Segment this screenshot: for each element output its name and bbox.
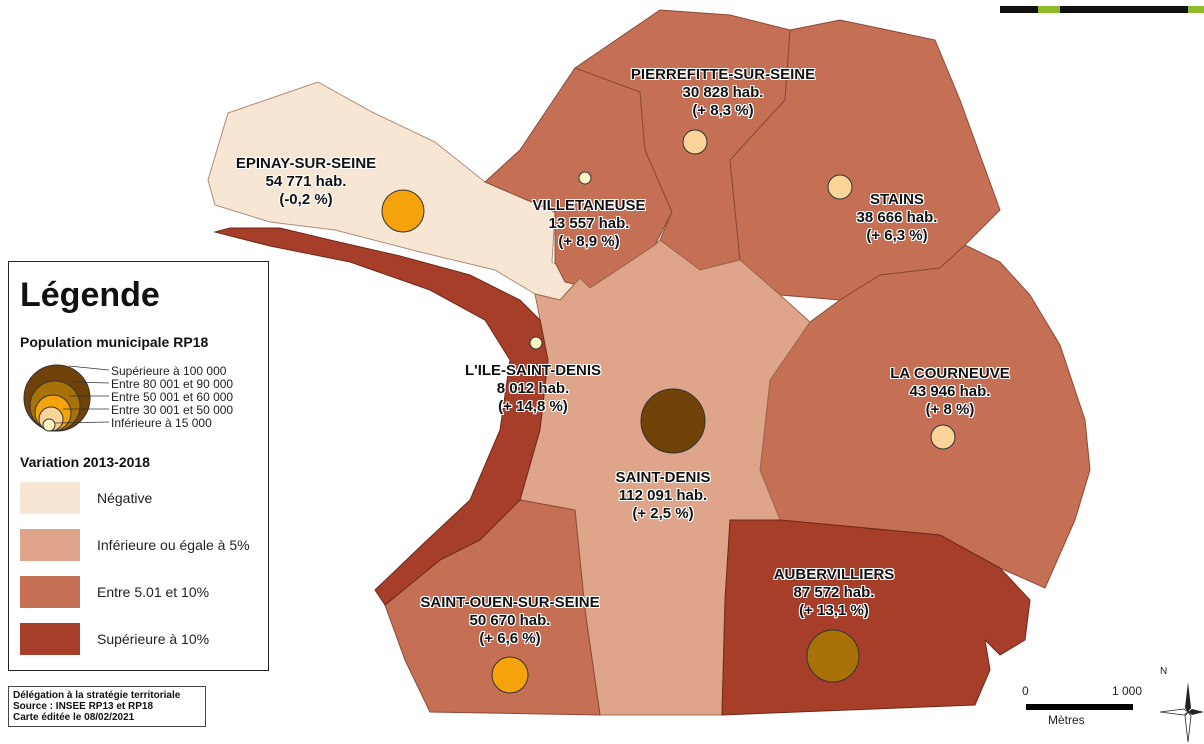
commune-variation: (+ 14,8 %) bbox=[498, 398, 568, 415]
commune-la-courneuve[interactable] bbox=[759, 244, 1091, 589]
commune-name: LA COURNEUVE bbox=[890, 365, 1010, 382]
swatch-5-10 bbox=[20, 576, 80, 608]
population-circle-saint-denis bbox=[640, 388, 706, 454]
commune-variation: (+ 8,3 %) bbox=[692, 102, 754, 119]
commune-population: 43 946 hab. bbox=[909, 383, 991, 400]
swatch-label: Supérieure à 10% bbox=[97, 631, 210, 647]
commune-variation: (+ 8,9 %) bbox=[558, 233, 620, 250]
size-class: Entre 30 001 et 50 000 bbox=[111, 403, 234, 417]
swatch-label: Négative bbox=[97, 490, 153, 506]
scale-start: 0 bbox=[1022, 684, 1029, 698]
commune-name: PIERREFITTE-SUR-SEINE bbox=[630, 66, 816, 83]
commune-variation: (+ 2,5 %) bbox=[632, 505, 694, 522]
population-circle-la-courneuve bbox=[930, 424, 956, 450]
commune-population: 87 572 hab. bbox=[793, 584, 875, 601]
population-circle-l-ile-saint-denis bbox=[529, 336, 543, 350]
commune-variation: (-0,2 %) bbox=[279, 191, 333, 208]
proportional-circles-icon bbox=[23, 364, 109, 432]
commune-aubervilliers[interactable] bbox=[721, 519, 1031, 716]
population-circle-pierrefitte bbox=[682, 129, 708, 155]
commune-variation: (+ 8 %) bbox=[925, 401, 975, 418]
swatch-negative bbox=[20, 482, 80, 514]
label-aubervilliers: AUBERVILLIERS 87 572 hab. (+ 13,1 %) bbox=[774, 566, 895, 620]
size-class: Entre 50 001 et 60 000 bbox=[111, 390, 234, 404]
source-line: Délégation à la stratégie territoriale bbox=[13, 690, 181, 701]
label-saint-denis: SAINT-DENIS 112 091 hab. (+ 2,5 %) bbox=[615, 469, 710, 523]
population-circle-stains bbox=[827, 174, 853, 200]
swatch-gt-10 bbox=[20, 623, 80, 655]
commune-variation: (+ 6,3 %) bbox=[866, 227, 928, 244]
label-villetaneuse: VILLETANEUSE 13 557 hab. (+ 8,9 %) bbox=[532, 197, 645, 251]
commune-l-ile-saint-denis[interactable] bbox=[213, 227, 549, 606]
label-epinay-sur-seine: EPINAY-SUR-SEINE 54 771 hab. (-0,2 %) bbox=[236, 155, 376, 209]
commune-name: SAINT-DENIS bbox=[615, 469, 711, 486]
commune-population: 30 828 hab. bbox=[682, 84, 764, 101]
label-la-courneuve: LA COURNEUVE 43 946 hab. (+ 8 %) bbox=[890, 365, 1009, 419]
commune-name: VILLETANEUSE bbox=[532, 197, 646, 214]
size-class: Entre 80 001 et 90 000 bbox=[111, 377, 234, 391]
commune-variation: (+ 6,6 %) bbox=[479, 630, 541, 647]
commune-name: SAINT-OUEN-SUR-SEINE bbox=[420, 594, 600, 611]
north-label: N bbox=[1160, 666, 1168, 677]
swatch-label: Inférieure ou égale à 5% bbox=[97, 537, 250, 553]
label-pierrefitte-sur-seine: PIERREFITTE-SUR-SEINE 30 828 hab. (+ 8,3… bbox=[631, 66, 815, 120]
population-circle-saint-ouen bbox=[491, 656, 529, 694]
commune-population: 13 557 hab. bbox=[548, 215, 630, 232]
label-stains: STAINS 38 666 hab. (+ 6,3 %) bbox=[857, 191, 938, 245]
commune-name: STAINS bbox=[870, 191, 924, 208]
swatch-le-5 bbox=[20, 529, 80, 561]
legend-panel: Légende Population municipale RP18 Supér… bbox=[8, 261, 269, 671]
commune-population: 8 012 hab. bbox=[496, 380, 570, 397]
source-box: Délégation à la stratégie territoriale S… bbox=[8, 686, 206, 727]
population-circle-epinay bbox=[381, 189, 425, 233]
scale-bar: 0 1 000 Mètres bbox=[1022, 684, 1142, 727]
source-line: Source : INSEE RP13 et RP18 bbox=[13, 701, 154, 712]
label-saint-ouen-sur-seine: SAINT-OUEN-SUR-SEINE 50 670 hab. (+ 6,6 … bbox=[420, 594, 599, 648]
population-circle-aubervilliers bbox=[806, 629, 860, 683]
size-class: Supérieure à 100 000 bbox=[111, 364, 227, 378]
scale-bar-graphic bbox=[1026, 704, 1133, 710]
population-heading: Population municipale RP18 bbox=[20, 334, 209, 350]
commune-name: EPINAY-SUR-SEINE bbox=[235, 155, 377, 172]
variation-heading: Variation 2013-2018 bbox=[20, 454, 150, 470]
source-line: Carte éditée le 08/02/2021 bbox=[13, 712, 135, 723]
commune-name: AUBERVILLIERS bbox=[773, 566, 895, 583]
scale-unit: Mètres bbox=[1048, 713, 1085, 727]
commune-variation: (+ 13,1 %) bbox=[799, 602, 869, 619]
legend-title: Légende bbox=[20, 276, 160, 314]
size-class: Inférieure à 15 000 bbox=[111, 416, 212, 430]
compass-icon bbox=[1160, 682, 1204, 743]
logo-strip bbox=[1000, 0, 1204, 13]
commune-population: 38 666 hab. bbox=[856, 209, 938, 226]
commune-population: 112 091 hab. bbox=[618, 487, 708, 504]
commune-population: 54 771 hab. bbox=[265, 173, 347, 190]
commune-name: L'ILE-SAINT-DENIS bbox=[464, 362, 602, 379]
north-arrow: N bbox=[1160, 666, 1204, 744]
commune-population: 50 670 hab. bbox=[469, 612, 551, 629]
swatch-label: Entre 5.01 et 10% bbox=[97, 584, 210, 600]
population-circle-villetaneuse bbox=[578, 171, 592, 185]
label-l-ile-saint-denis: L'ILE-SAINT-DENIS 8 012 hab. (+ 14,8 %) bbox=[465, 362, 601, 416]
scale-end: 1 000 bbox=[1111, 684, 1142, 698]
